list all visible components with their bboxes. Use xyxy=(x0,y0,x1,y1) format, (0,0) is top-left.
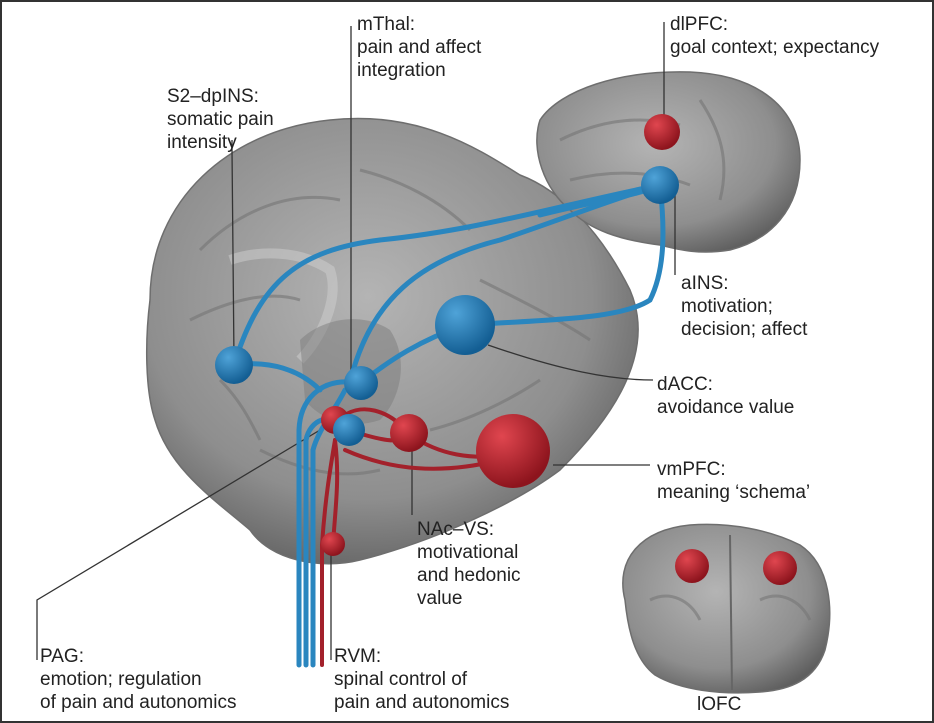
label-s2dpins-name: S2–dpINS: xyxy=(167,85,274,108)
s2dpins-node xyxy=(215,346,253,384)
dacc-node xyxy=(435,295,495,355)
label-lofc: lOFC xyxy=(697,693,741,716)
label-s2dpins-desc-2: intensity xyxy=(167,131,274,154)
label-vmpfc-name: vmPFC: xyxy=(657,458,810,481)
label-s2dpins-desc-1: somatic pain xyxy=(167,108,274,131)
label-pag: PAG: emotion; regulation of pain and aut… xyxy=(40,645,236,714)
label-vmpfc: vmPFC: meaning ‘schema’ xyxy=(657,458,810,504)
label-mthal-desc-2: integration xyxy=(357,59,481,82)
label-lofc-name: lOFC xyxy=(697,693,741,716)
label-rvm-desc-2: pain and autonomics xyxy=(334,691,509,714)
label-pag-desc-2: of pain and autonomics xyxy=(40,691,236,714)
rvm-node xyxy=(321,532,345,556)
orbitofrontal-brain-inset xyxy=(623,524,830,692)
label-rvm-desc-1: spinal control of xyxy=(334,668,509,691)
label-vmpfc-desc-1: meaning ‘schema’ xyxy=(657,481,810,504)
label-dacc: dACC: avoidance value xyxy=(657,373,794,419)
label-dlpfc-name: dlPFC: xyxy=(670,13,879,36)
label-s2dpins: S2–dpINS: somatic pain intensity xyxy=(167,85,274,154)
label-dlpfc-desc-1: goal context; expectancy xyxy=(670,36,879,59)
label-dacc-desc-1: avoidance value xyxy=(657,396,794,419)
mthal-lower-node xyxy=(333,414,365,446)
lofc-left-node xyxy=(675,549,709,583)
label-ains-name: aINS: xyxy=(681,272,807,295)
mthal-node xyxy=(344,366,378,400)
lofc-right-node xyxy=(763,551,797,585)
label-dacc-name: dACC: xyxy=(657,373,794,396)
dlpfc-node xyxy=(644,114,680,150)
label-rvm: RVM: spinal control of pain and autonomi… xyxy=(334,645,509,714)
vmpfc-node xyxy=(476,414,550,488)
label-nacvs-desc-1: motivational xyxy=(417,541,521,564)
label-nacvs-desc-3: value xyxy=(417,587,521,610)
label-ains-desc-2: decision; affect xyxy=(681,318,807,341)
label-pag-name: PAG: xyxy=(40,645,236,668)
label-nacvs: NAc–VS: motivational and hedonic value xyxy=(417,518,521,610)
label-pag-desc-1: emotion; regulation xyxy=(40,668,236,691)
label-ains-desc-1: motivation; xyxy=(681,295,807,318)
label-ains: aINS: motivation; decision; affect xyxy=(681,272,807,341)
label-mthal: mThal: pain and affect integration xyxy=(357,13,481,82)
label-dlpfc: dlPFC: goal context; expectancy xyxy=(670,13,879,59)
nacvs-node xyxy=(390,414,428,452)
label-nacvs-desc-2: and hedonic xyxy=(417,564,521,587)
label-rvm-name: RVM: xyxy=(334,645,509,668)
ains-node xyxy=(641,166,679,204)
label-nacvs-name: NAc–VS: xyxy=(417,518,521,541)
label-mthal-desc-1: pain and affect xyxy=(357,36,481,59)
label-mthal-name: mThal: xyxy=(357,13,481,36)
